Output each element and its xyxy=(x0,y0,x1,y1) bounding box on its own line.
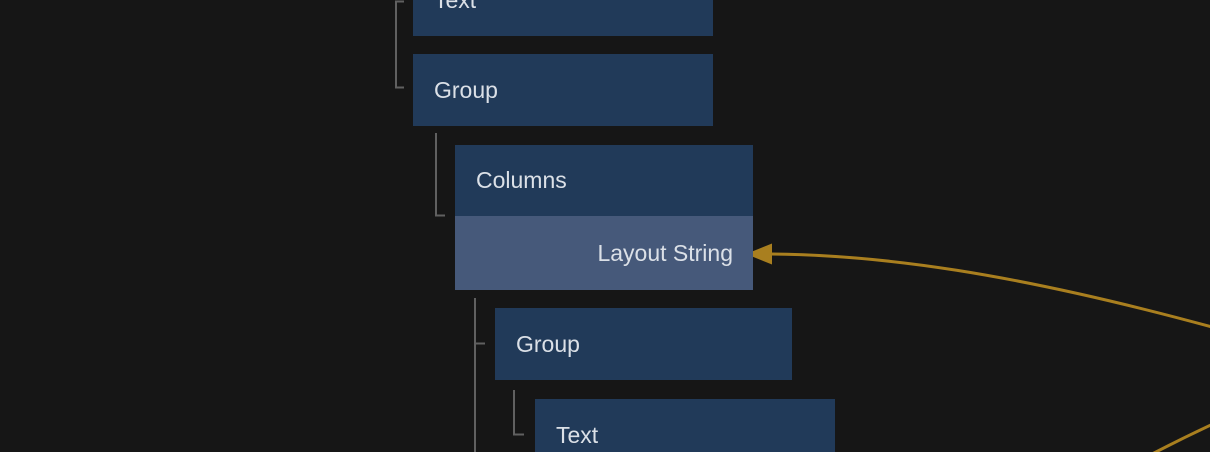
tree-connector-group-1 xyxy=(395,0,404,89)
tree-connector-columns xyxy=(435,133,445,217)
node-header: Columns xyxy=(455,145,753,216)
port-label: Layout String xyxy=(597,240,733,266)
node-label: Columns xyxy=(476,167,567,193)
node-port-layout-string[interactable]: Layout String xyxy=(455,216,753,290)
connection-wire-bottom-right[interactable] xyxy=(1152,423,1210,452)
tree-node-text-2[interactable]: Text xyxy=(535,399,835,452)
tree-node-text-1[interactable]: Text xyxy=(413,0,713,36)
tree-connector-text-2 xyxy=(513,390,524,436)
tree-node-group-2[interactable]: Group xyxy=(495,308,792,380)
node-label: Text xyxy=(556,422,599,448)
node-label: Group xyxy=(516,331,580,357)
node-label: Text xyxy=(434,0,477,13)
connection-wire-layout-string[interactable] xyxy=(770,252,1210,329)
tree-node-group-1[interactable]: Group xyxy=(413,54,713,126)
node-label: Group xyxy=(434,77,498,103)
tree-node-columns[interactable]: Columns Layout String xyxy=(455,145,753,290)
tree-connector-group-2 xyxy=(474,298,485,452)
wire-arrowhead-icon xyxy=(746,243,772,265)
